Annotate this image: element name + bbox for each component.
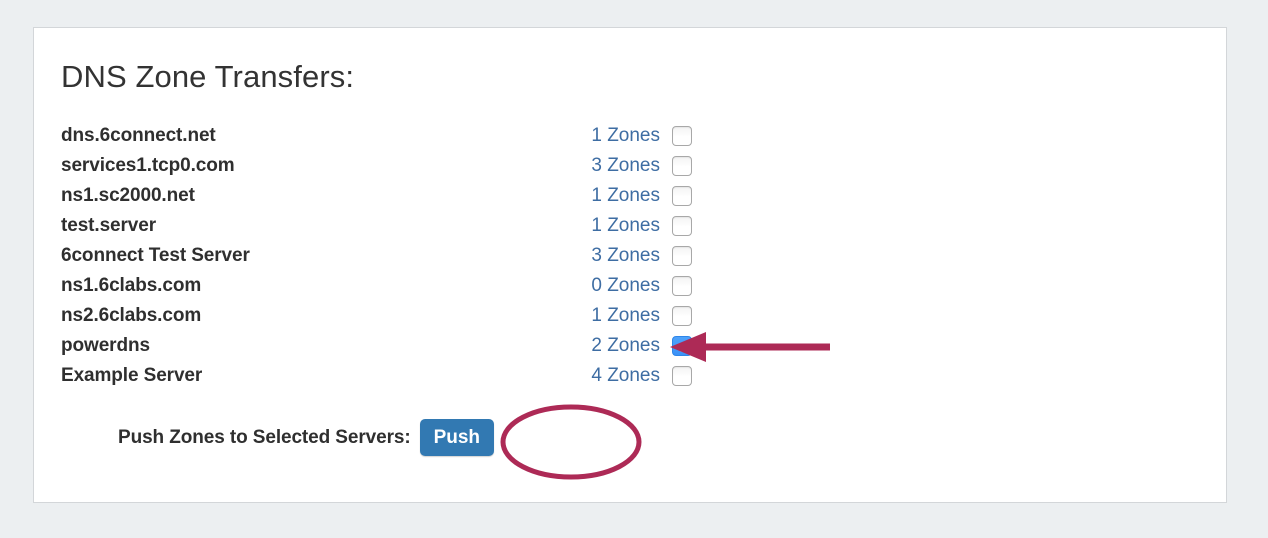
server-name: Example Server — [61, 365, 203, 386]
server-row: powerdns 2 Zones — [61, 331, 693, 361]
server-name: test.server — [61, 215, 157, 236]
zone-count: 1 Zones — [591, 125, 660, 146]
zone-count: 1 Zones — [591, 215, 660, 236]
server-checkbox[interactable] — [672, 366, 692, 386]
push-button[interactable]: Push — [419, 419, 495, 456]
server-checkbox[interactable] — [672, 246, 692, 266]
server-name: ns1.6clabs.com — [61, 275, 202, 296]
server-checkbox[interactable] — [672, 306, 692, 326]
server-checkbox[interactable] — [672, 186, 692, 206]
dns-zone-transfers-panel: DNS Zone Transfers: dns.6connect.net 1 Zo… — [33, 27, 1227, 503]
server-name: dns.6connect.net — [61, 125, 216, 146]
push-zones-row: Push Zones to Selected Servers: Push — [118, 419, 495, 456]
server-checkbox[interactable] — [672, 276, 692, 296]
zone-count: 4 Zones — [591, 365, 660, 386]
server-checkbox[interactable] — [672, 126, 692, 146]
server-checkbox[interactable] — [672, 336, 692, 356]
zone-count: 2 Zones — [591, 335, 660, 356]
server-row: services1.tcp0.com 3 Zones — [61, 151, 693, 181]
server-list: dns.6connect.net 1 Zones services1.tcp0.co… — [61, 121, 693, 391]
zone-count: 3 Zones — [591, 245, 660, 266]
zone-count: 3 Zones — [591, 155, 660, 176]
server-row: test.server 1 Zones — [61, 211, 693, 241]
server-row: ns1.6clabs.com 0 Zones — [61, 271, 693, 301]
server-checkbox[interactable] — [672, 156, 692, 176]
server-row: dns.6connect.net 1 Zones — [61, 121, 693, 151]
server-row: ns1.sc2000.net 1 Zones — [61, 181, 693, 211]
page-title: DNS Zone Transfers: — [61, 59, 355, 94]
zone-count: 1 Zones — [591, 185, 660, 206]
zone-count: 1 Zones — [591, 305, 660, 326]
server-name: powerdns — [61, 335, 150, 356]
server-row: Example Server 4 Zones — [61, 361, 693, 391]
push-zones-label: Push Zones to Selected Servers: — [118, 426, 411, 448]
server-row: 6connect Test Server 3 Zones — [61, 241, 693, 271]
server-name: ns1.sc2000.net — [61, 185, 195, 206]
server-name: ns2.6clabs.com — [61, 305, 202, 326]
zone-count: 0 Zones — [591, 275, 660, 296]
server-name: 6connect Test Server — [61, 245, 250, 266]
server-checkbox[interactable] — [672, 216, 692, 236]
server-name: services1.tcp0.com — [61, 155, 235, 176]
server-row: ns2.6clabs.com 1 Zones — [61, 301, 693, 331]
